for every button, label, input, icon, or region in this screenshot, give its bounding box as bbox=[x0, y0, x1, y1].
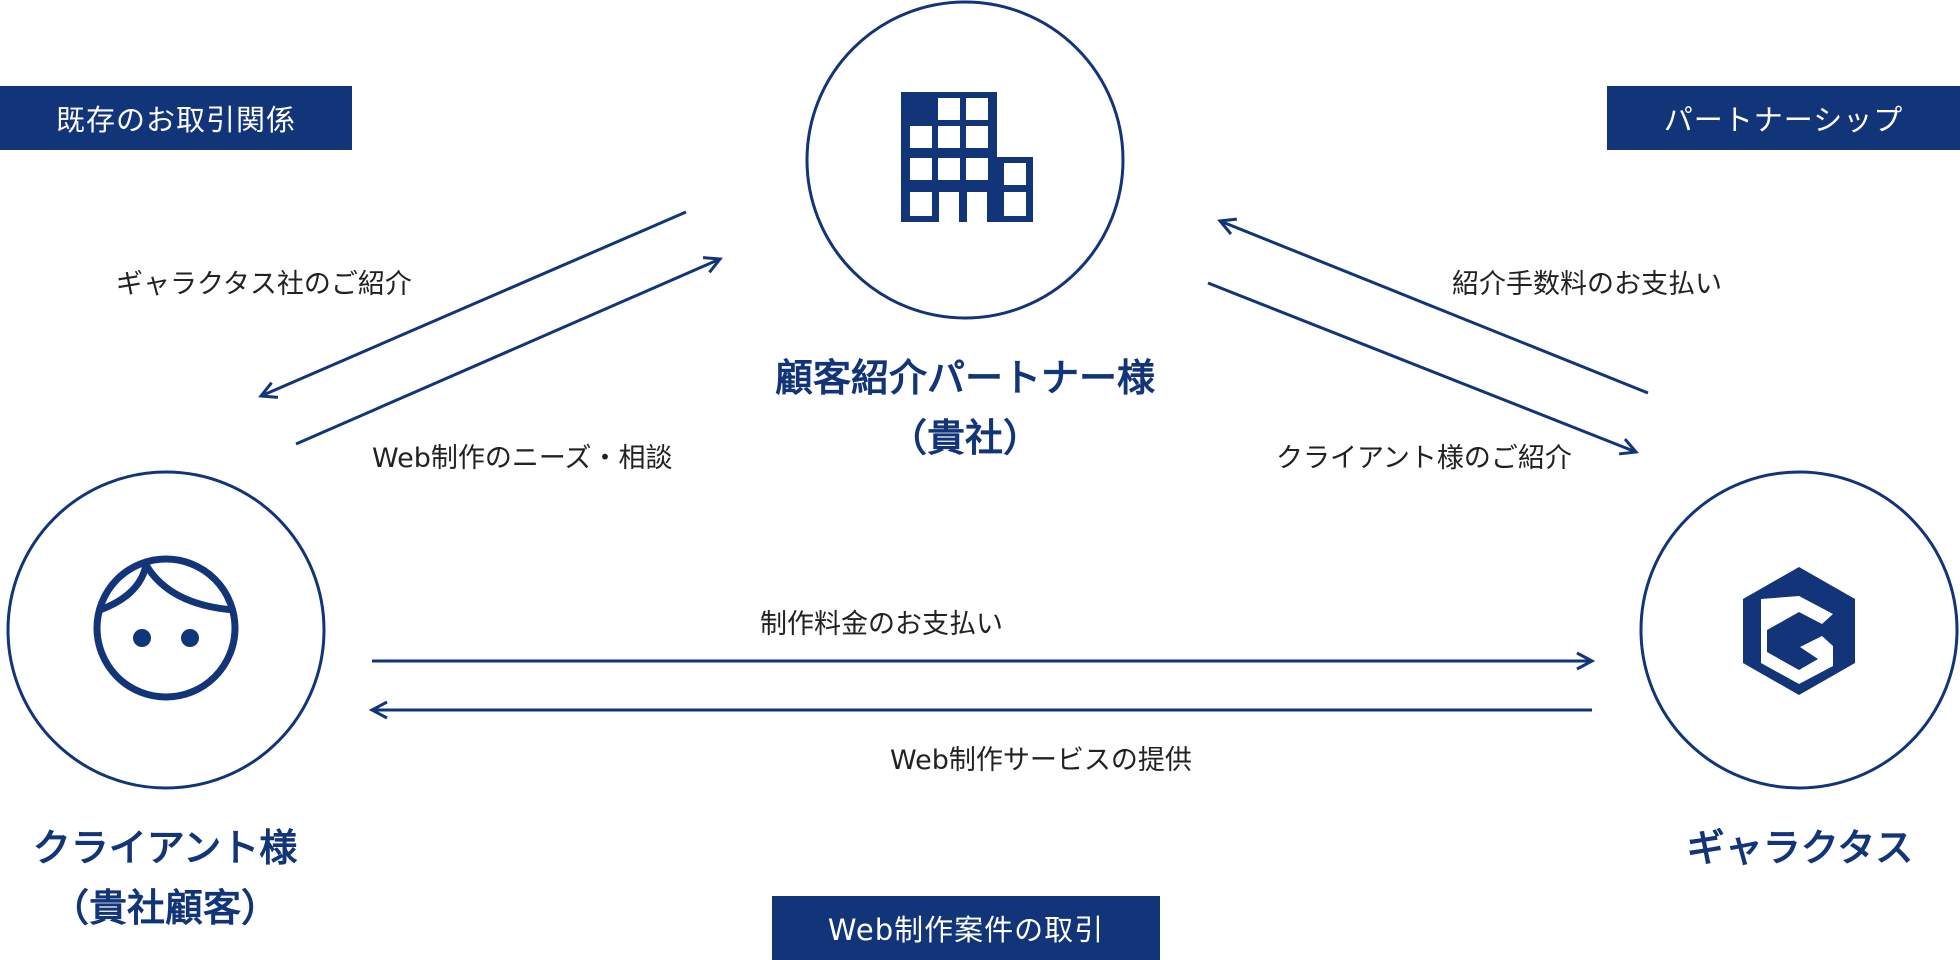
badge-partnership: パートナーシップ bbox=[1607, 86, 1960, 150]
label-production-fee: 制作料金のお支払い bbox=[760, 609, 1003, 640]
label-web-needs: Web制作のニーズ・相談 bbox=[372, 443, 673, 474]
node-client-label: クライアント様 （貴社顧客） bbox=[0, 818, 330, 938]
arrow-web-needs bbox=[295, 259, 720, 446]
client-sub: （貴社顧客） bbox=[50, 886, 279, 930]
label-client-intro: クライアント様のご紹介 bbox=[1276, 443, 1572, 474]
partner-sub: （貴社） bbox=[888, 416, 1041, 460]
client-circle bbox=[6, 470, 326, 790]
arrow-intro-galactus bbox=[261, 210, 687, 396]
label-intro-galactus: ギャラクタス社のご紹介 bbox=[116, 269, 412, 300]
node-partner-label: 顧客紹介パートナー様 （貴社） bbox=[700, 348, 1230, 468]
label-web-service: Web制作サービスの提供 bbox=[890, 745, 1192, 776]
galactus-circle bbox=[1639, 470, 1959, 790]
galactus-name: ギャラクタス bbox=[1686, 826, 1914, 870]
partner-name: 顧客紹介パートナー様 bbox=[774, 356, 1155, 400]
client-name: クライアント様 bbox=[32, 826, 298, 870]
arrow-referral-fee bbox=[1220, 221, 1649, 395]
face-icon bbox=[93, 555, 239, 701]
label-referral-fee: 紹介手数料のお支払い bbox=[1452, 269, 1722, 300]
building-icon bbox=[901, 92, 1033, 222]
node-galactus-label: ギャラクタス bbox=[1600, 818, 1960, 878]
partner-circle bbox=[805, 0, 1125, 320]
arrow-client-intro bbox=[1207, 281, 1636, 452]
badge-existing-relationship: 既存のお取引関係 bbox=[0, 86, 352, 150]
badge-web-deal: Web制作案件の取引 bbox=[772, 896, 1160, 960]
galactus-logo-icon bbox=[1743, 567, 1855, 695]
